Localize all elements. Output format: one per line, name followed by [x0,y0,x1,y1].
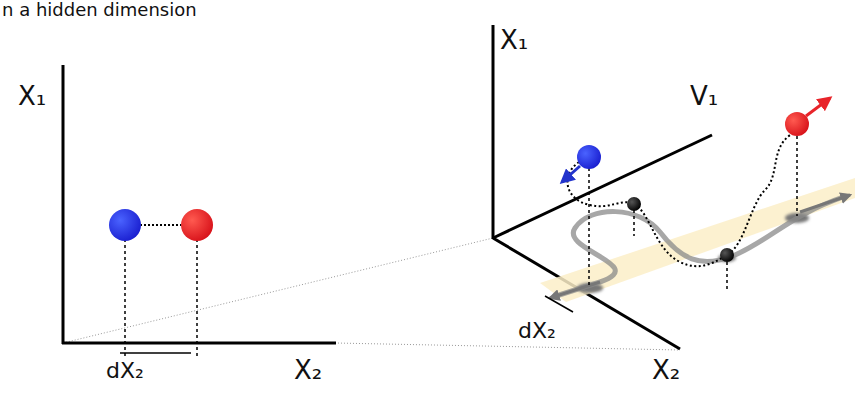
velocity-arrow [806,98,830,116]
drop-line [589,136,797,290]
hidden-dimension-band [540,178,855,302]
trajectory-arrow [550,282,600,298]
axis-label: X₂ [294,356,322,386]
axis-label: X₁ [500,26,528,56]
red-particle [181,209,213,241]
trajectory-arrow [800,195,850,212]
right-axes [493,25,712,349]
blue-particle [577,145,601,169]
heading-fragment: n a hidden dimension [2,0,197,21]
left-axes [62,65,336,356]
projection-line [335,343,680,350]
velocity-arrow [562,166,580,182]
axis-label: X₁ [18,82,46,112]
dimension-bracket [545,296,573,312]
axis-label: X₂ [652,356,680,386]
connecting-path [567,135,790,266]
projection-line [63,238,493,343]
hidden-particle [720,248,734,262]
hidden-particle [627,197,641,211]
dimension-label: dX₂ [106,358,144,383]
dimension-label: dX₂ [518,318,556,343]
shadow [577,213,809,293]
axis-label: V₁ [690,82,718,112]
blue-particle [109,209,141,241]
red-particle [785,112,809,136]
